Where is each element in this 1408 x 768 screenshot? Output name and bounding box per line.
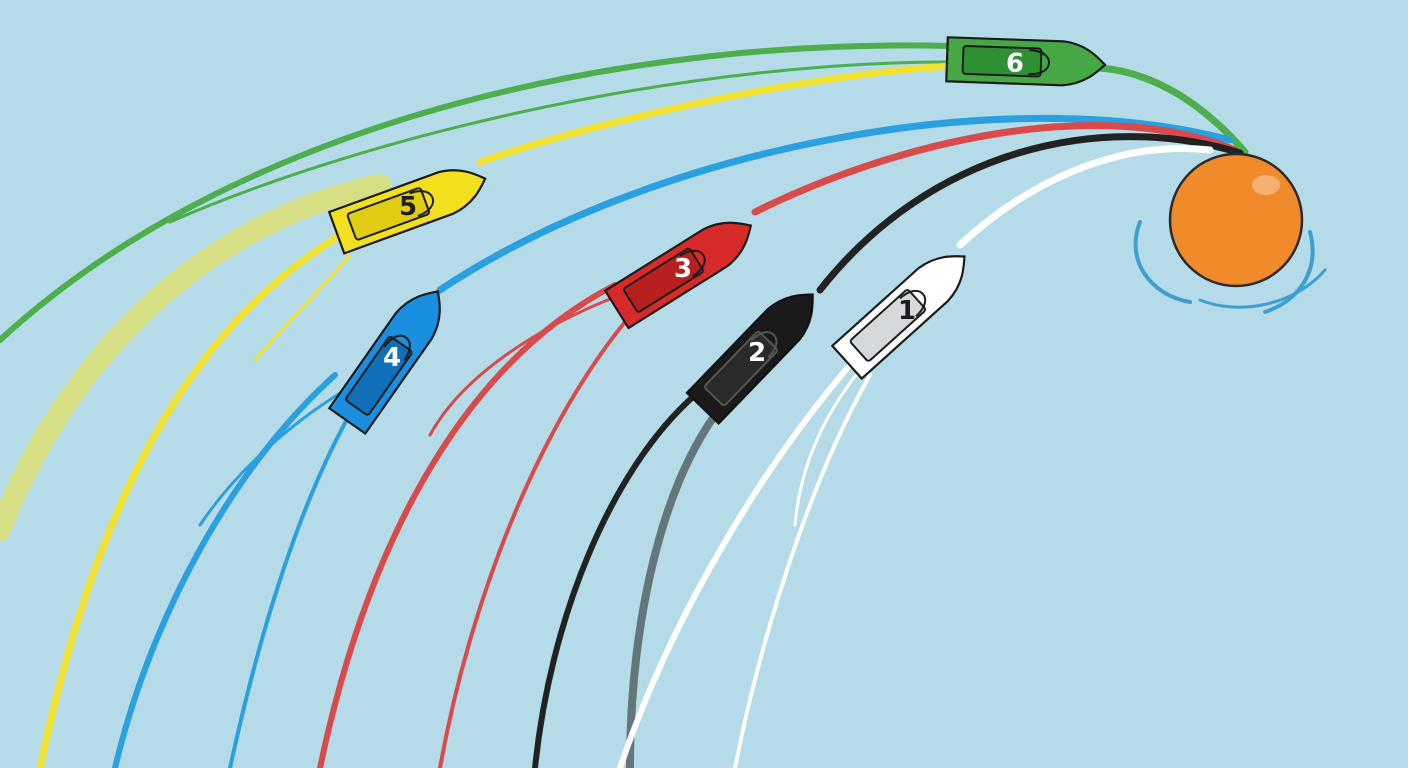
- wake-trail-4: [112, 114, 1234, 768]
- boat-cabin: [623, 247, 704, 313]
- boat-cabin: [961, 44, 1043, 78]
- buoy: [1133, 152, 1327, 314]
- boat-2: 2: [685, 293, 814, 425]
- wake-trail-2: [532, 133, 1244, 768]
- boat-1: 1: [830, 255, 966, 381]
- boat-windshield: [383, 334, 411, 362]
- wake-trail-1: [617, 145, 1214, 768]
- wake-trail-3: [317, 122, 1239, 768]
- buoy-ripple-left: [1133, 220, 1192, 304]
- boat-number-label: 2: [748, 338, 766, 368]
- wake-trail-5: [0, 62, 954, 768]
- buoy-ripple-right: [1263, 230, 1315, 314]
- boat-6: 6: [945, 36, 1107, 87]
- wake-trails: [0, 42, 1249, 768]
- boat-windshield: [1028, 49, 1050, 76]
- boat-windshield: [899, 289, 927, 317]
- buoy-ripple-bottom: [1198, 268, 1327, 309]
- boat-number-label: 1: [898, 296, 916, 326]
- boat-number-label: 3: [674, 254, 692, 284]
- boat-number-label: 6: [1005, 48, 1024, 79]
- boat-number-label: 5: [399, 192, 417, 222]
- buoy-highlight: [1252, 175, 1280, 195]
- boat-number-label: 4: [383, 343, 401, 373]
- boat-5: 5: [327, 169, 487, 255]
- boat-windshield: [679, 249, 706, 277]
- boat-cabin: [849, 289, 927, 362]
- boat-cabin: [704, 331, 778, 407]
- boat-cabin: [345, 336, 413, 416]
- buoy-icon: [1168, 152, 1304, 288]
- boat-windshield: [750, 331, 778, 359]
- boat-4: 4: [327, 290, 441, 436]
- wake-trail-6: [0, 42, 1249, 343]
- boats: 6 5 4 3 2: [327, 36, 1107, 436]
- boat-cabin: [346, 187, 430, 241]
- boat-3: 3: [603, 221, 753, 330]
- boat-windshield: [409, 190, 435, 217]
